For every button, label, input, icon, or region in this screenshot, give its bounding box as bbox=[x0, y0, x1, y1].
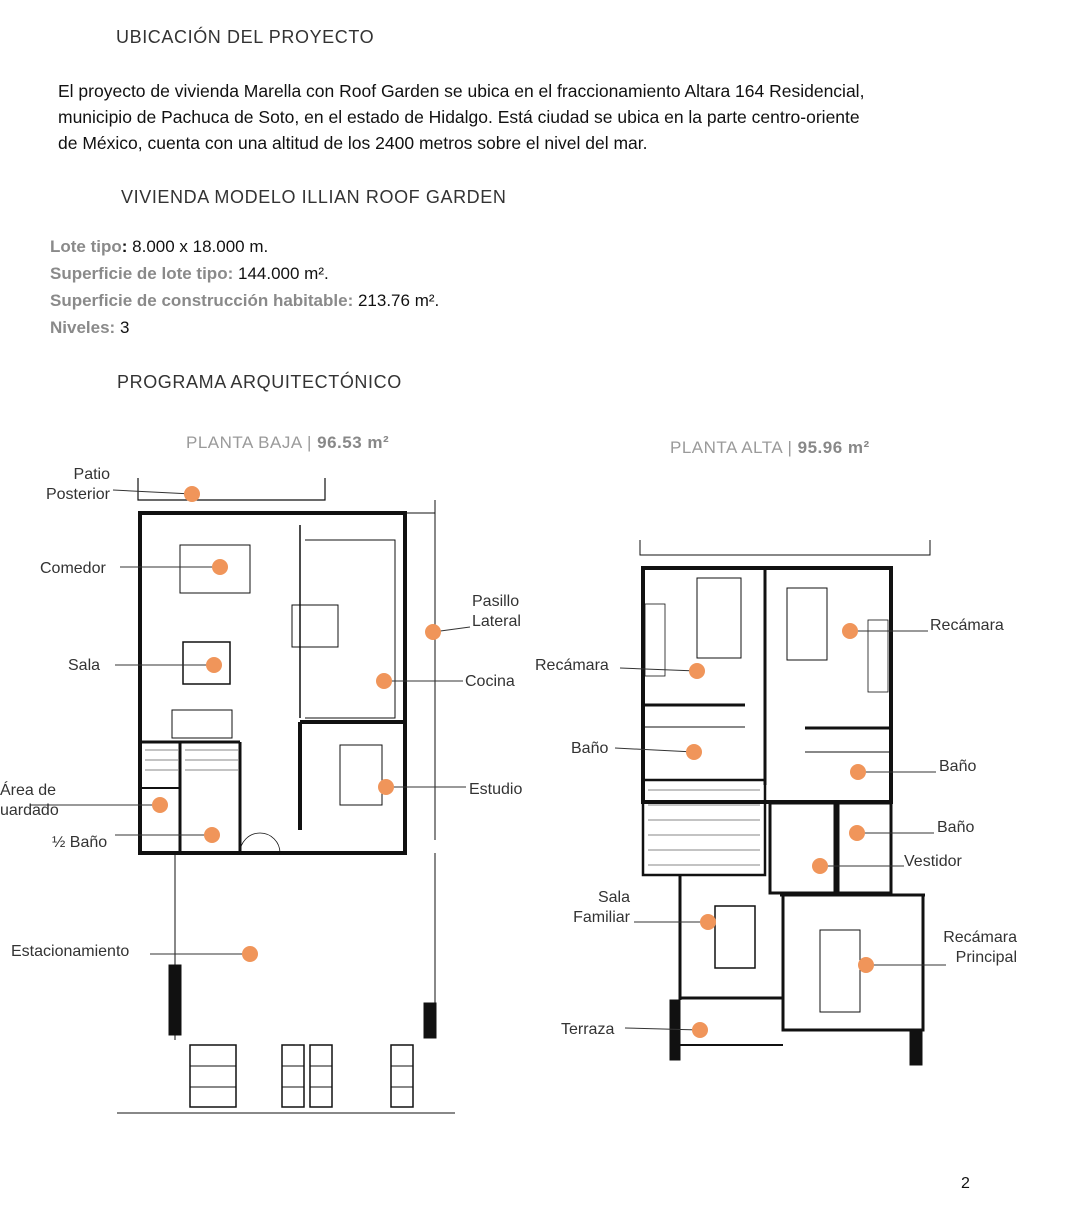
plan-area: 95.96 m² bbox=[797, 438, 870, 457]
plan-name: PLANTA ALTA | bbox=[670, 438, 798, 457]
label-line: Familiar bbox=[573, 909, 630, 926]
label-medio-bano: ½ Baño bbox=[52, 834, 108, 851]
label-patio-posterior: Patio Posterior bbox=[36, 465, 110, 505]
marker-recamara-principal bbox=[858, 957, 874, 973]
marker-cocina bbox=[376, 673, 392, 689]
label-comedor: Comedor bbox=[40, 560, 106, 577]
spec-sep: : bbox=[121, 237, 133, 256]
spec-value: 144.000 m². bbox=[237, 264, 329, 283]
spec-label: Superficie de lote tipo bbox=[50, 264, 228, 283]
spec-value: 3 bbox=[119, 318, 130, 337]
label-bano-right-1: Baño bbox=[939, 758, 977, 775]
marker-vestidor bbox=[812, 858, 828, 874]
plan-title-baja: PLANTA BAJA | 96.53 m² bbox=[186, 433, 389, 453]
marker-medio-bano bbox=[204, 827, 220, 843]
label-estacionamiento: Estacionamiento bbox=[11, 943, 130, 960]
spec-sep: : bbox=[347, 291, 358, 310]
spec-niveles: Niveles: 3 bbox=[50, 318, 129, 338]
planta-baja-walls bbox=[117, 478, 455, 1114]
marker-bano-2 bbox=[850, 764, 866, 780]
label-line: Lateral bbox=[472, 613, 521, 630]
marker-comedor bbox=[212, 559, 228, 575]
marker-pasillo bbox=[425, 624, 441, 640]
label-recamara-left: Recámara bbox=[535, 657, 609, 674]
label-line: Sala bbox=[597, 889, 630, 906]
label-pasillo-lateral: Pasillo Lateral bbox=[472, 592, 521, 632]
plan-area: 96.53 m² bbox=[317, 433, 390, 452]
label-line: Patio bbox=[73, 466, 110, 483]
heading-programa: PROGRAMA ARQUITECTÓNICO bbox=[117, 372, 402, 392]
heading-vivienda: VIVIENDA MODELO ILLIAN ROOF GARDEN bbox=[121, 187, 507, 207]
marker-recamara-2 bbox=[842, 623, 858, 639]
marker-recamara-1 bbox=[689, 663, 705, 679]
label-line: Posterior bbox=[45, 486, 110, 503]
marker-area-guardado bbox=[152, 797, 168, 813]
label-area-guardado: Área de uardado bbox=[0, 781, 59, 821]
label-line: Recámara bbox=[943, 929, 1017, 946]
label-estudio: Estudio bbox=[469, 781, 523, 798]
marker-patio bbox=[184, 486, 200, 502]
label-cocina: Cocina bbox=[465, 673, 515, 690]
spec-label: Lote tipo bbox=[50, 237, 122, 256]
label-recamara-principal: Recámara Principal bbox=[933, 928, 1017, 968]
spec-value: 213.76 m². bbox=[357, 291, 440, 310]
label-bano-left: Baño bbox=[571, 740, 609, 757]
marker-bano-1 bbox=[686, 744, 702, 760]
spec-superficie-construccion: Superficie de construcción habitable: 21… bbox=[50, 291, 439, 311]
spec-label: Superficie de construcción habitable bbox=[50, 291, 348, 310]
leader-lines bbox=[30, 489, 946, 1031]
spec-lote-tipo: Lote tipo: 8.000 x 18.000 m. bbox=[50, 237, 268, 257]
paragraph-line-2: municipio de Pachuca de Soto, en el esta… bbox=[58, 107, 860, 127]
spec-sep: : bbox=[227, 264, 238, 283]
marker-estacionamiento bbox=[242, 946, 258, 962]
spec-label: Niveles bbox=[50, 318, 110, 337]
spec-value: 8.000 x 18.000 m. bbox=[132, 237, 269, 256]
spec-superficie-lote: Superficie de lote tipo: 144.000 m². bbox=[50, 264, 329, 284]
room-markers bbox=[152, 486, 874, 1038]
marker-bano-3 bbox=[849, 825, 865, 841]
marker-estudio bbox=[378, 779, 394, 795]
heading-ubicacion: UBICACIÓN DEL PROYECTO bbox=[116, 27, 375, 47]
spec-sep: : bbox=[109, 318, 120, 337]
label-line: Pasillo bbox=[472, 593, 520, 610]
marker-sala bbox=[206, 657, 222, 673]
location-paragraph: El proyecto de vivienda Marella con Roof… bbox=[58, 78, 864, 156]
plan-name: PLANTA BAJA | bbox=[186, 433, 318, 452]
label-line: Área de bbox=[0, 782, 57, 799]
label-recamara-right: Recámara bbox=[930, 617, 1004, 634]
page-number: 2 bbox=[961, 1175, 970, 1192]
paragraph-line-1: El proyecto de vivienda Marella con Roof… bbox=[58, 81, 865, 101]
label-vestidor: Vestidor bbox=[904, 853, 962, 870]
label-terraza: Terraza bbox=[561, 1021, 615, 1038]
label-sala-familiar: Sala Familiar bbox=[566, 888, 630, 928]
planta-alta-walls bbox=[639, 540, 931, 1066]
plan-title-alta: PLANTA ALTA | 95.96 m² bbox=[670, 438, 870, 458]
marker-terraza bbox=[692, 1022, 708, 1038]
label-line: Principal bbox=[955, 949, 1017, 966]
label-bano-right-2: Baño bbox=[937, 819, 975, 836]
paragraph-line-3: de México, cuenta con una altitud de los… bbox=[58, 133, 648, 153]
label-sala: Sala bbox=[68, 657, 101, 674]
marker-sala-familiar bbox=[700, 914, 716, 930]
label-line: uardado bbox=[0, 802, 59, 819]
